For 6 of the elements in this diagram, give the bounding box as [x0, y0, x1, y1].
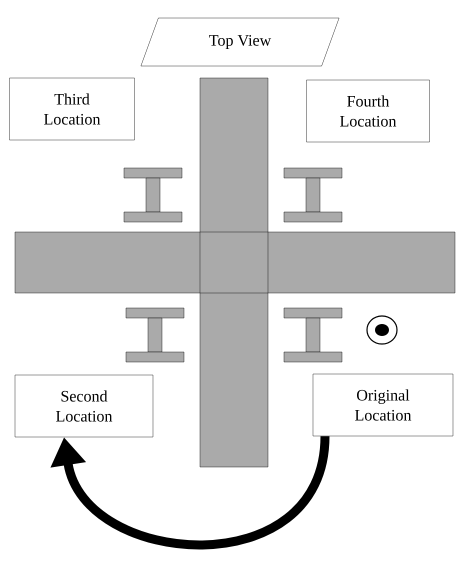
location-box: Second Location — [14, 374, 154, 438]
curved-arrow — [50, 436, 330, 550]
location-box: Original Location — [312, 374, 454, 436]
location-box: Fourth Location — [306, 80, 430, 142]
location-box: Third Location — [9, 78, 135, 140]
view-label-box: Top View — [140, 18, 340, 66]
